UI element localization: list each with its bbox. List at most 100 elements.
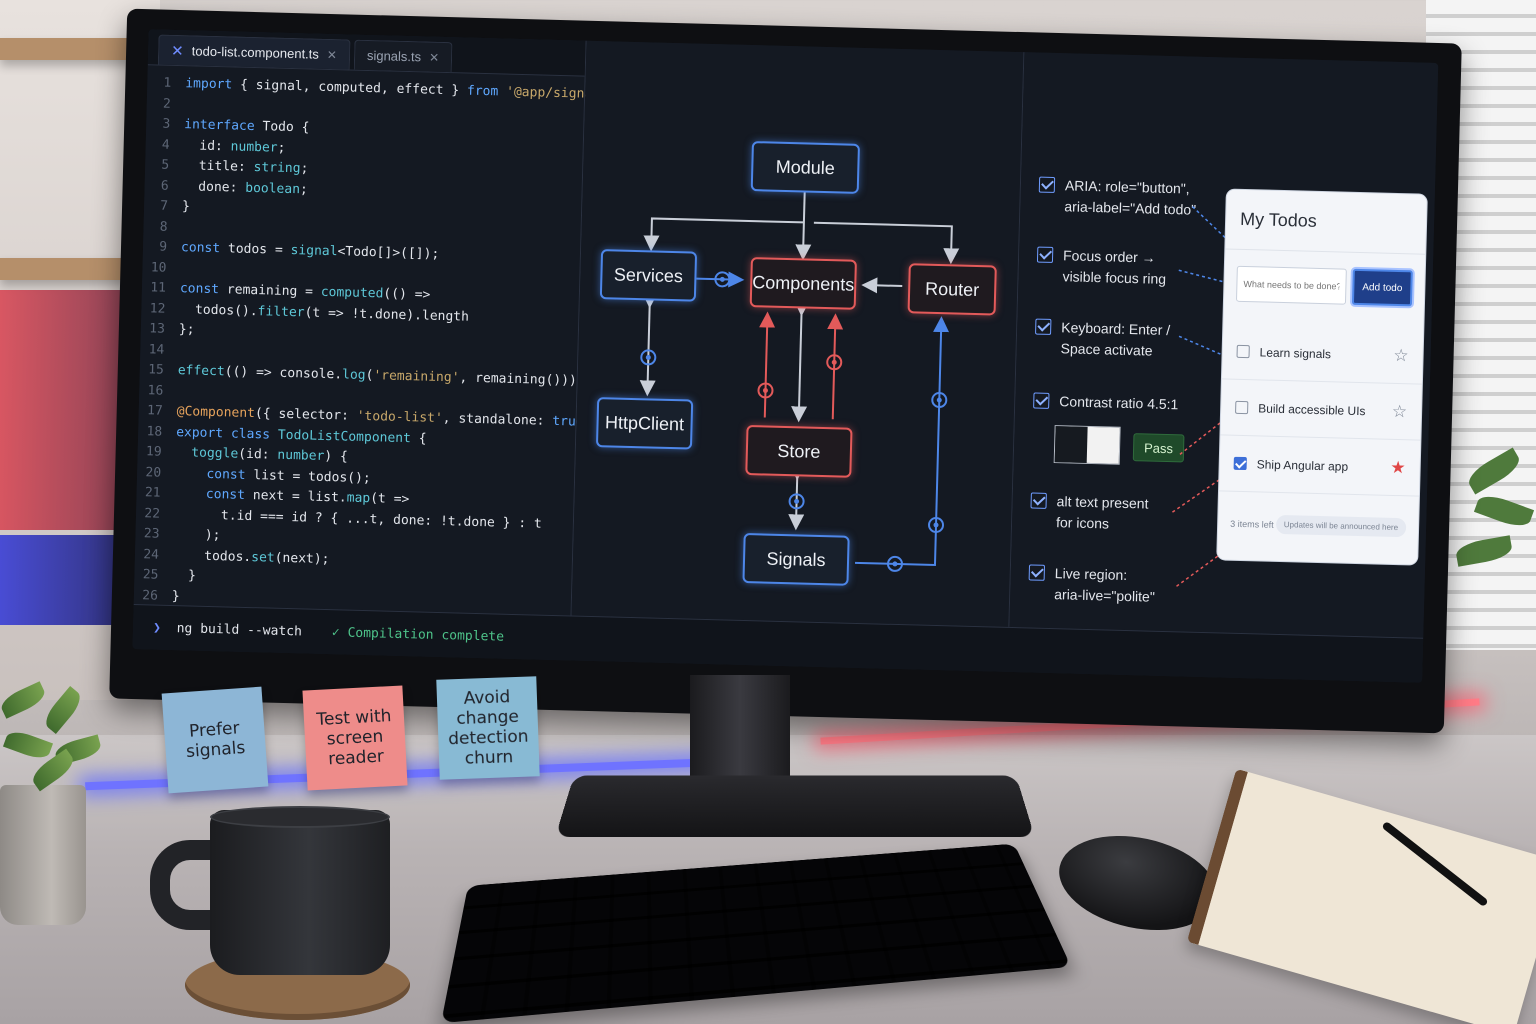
line-number: 12 xyxy=(149,300,166,317)
code-token: } xyxy=(181,199,191,215)
code-token xyxy=(174,486,206,507)
todo-label: Build accessible UIs xyxy=(1258,400,1366,418)
line-number: 2 xyxy=(162,96,171,112)
terminal-command-line: ❯ ng build --watch xyxy=(153,620,302,639)
code-token: number xyxy=(277,447,325,464)
code-token: const xyxy=(205,486,246,503)
build-status-text: Compilation complete xyxy=(347,625,505,645)
checkbox[interactable] xyxy=(1038,176,1056,193)
code-token: boolean xyxy=(245,180,301,197)
checklist-label: Live region: aria-live="polite" xyxy=(1054,565,1156,605)
monitor: ✕ todo-list.component.ts ✕ signals.ts ✕ … xyxy=(109,8,1462,734)
todo-list: Learn signals ☆ Build accessible UIs ☆ S… xyxy=(1218,323,1424,497)
todo-checkbox[interactable] xyxy=(1236,344,1250,359)
todo-item[interactable]: Learn signals ☆ xyxy=(1221,323,1424,385)
plant-pot xyxy=(0,785,86,925)
line-number: 20 xyxy=(145,464,162,481)
plant-right xyxy=(1446,440,1536,640)
star-icon[interactable]: ☆ xyxy=(1391,401,1408,421)
line-number: 25 xyxy=(142,567,159,583)
node-components: Components xyxy=(749,257,857,310)
prompt-chevron-icon: ❯ xyxy=(152,620,162,636)
checklist-item-contrast[interactable]: Contrast ratio 4.5:1 xyxy=(1033,391,1179,416)
star-filled-icon[interactable]: ★ xyxy=(1390,457,1406,477)
code-token: , remaining())); xyxy=(459,370,585,389)
checkbox[interactable] xyxy=(1030,492,1047,509)
build-status: ✓ Compilation complete xyxy=(332,625,505,645)
wall-shelf-lower xyxy=(0,258,150,280)
checkbox[interactable] xyxy=(1033,392,1050,409)
check-icon: ✓ xyxy=(331,624,348,641)
todo-label: Ship Angular app xyxy=(1256,456,1349,474)
monitor-stand-base xyxy=(555,775,1035,838)
tab-todo-list-component[interactable]: ✕ todo-list.component.ts ✕ xyxy=(157,34,351,70)
code-token: string xyxy=(253,160,301,177)
close-icon[interactable]: ✕ xyxy=(170,42,184,60)
todo-add-form: Add todo xyxy=(1224,249,1425,307)
line-number: 4 xyxy=(161,137,170,153)
code-token: interface xyxy=(184,117,255,135)
code-token: }; xyxy=(178,322,195,338)
code-token: const xyxy=(206,466,246,483)
add-todo-button[interactable]: Add todo xyxy=(1351,268,1413,307)
node-store: Store xyxy=(745,424,853,478)
code-editor: ✕ todo-list.component.ts ✕ signals.ts ✕ … xyxy=(133,29,624,616)
todo-checkbox[interactable] xyxy=(1233,456,1247,471)
node-router: Router xyxy=(907,263,997,316)
line-number: 21 xyxy=(144,485,161,501)
tab-signals[interactable]: signals.ts ✕ xyxy=(353,39,453,73)
close-tab-icon[interactable]: ✕ xyxy=(326,47,338,62)
node-signals: Signals xyxy=(742,532,850,586)
code-token xyxy=(175,445,191,466)
checkbox[interactable] xyxy=(1035,318,1052,335)
code-token: (id: xyxy=(238,446,278,463)
todo-footer: 3 items left Updates will be announced h… xyxy=(1218,491,1419,538)
plant-left xyxy=(0,680,110,920)
code-token: id: xyxy=(183,137,231,154)
diagram-connectors xyxy=(639,192,960,572)
code-token: (t => !t.done).length xyxy=(304,304,470,325)
line-number: 18 xyxy=(146,423,163,440)
todo-item[interactable]: Build accessible UIs ☆ xyxy=(1220,379,1422,441)
checklist-label: Keyboard: Enter / Space activate xyxy=(1060,319,1171,359)
code-token: import xyxy=(185,76,233,93)
line-number: 6 xyxy=(160,178,169,194)
checkbox[interactable] xyxy=(1028,564,1046,581)
code-token: (next); xyxy=(274,550,330,567)
code-token: , standalone: xyxy=(442,411,553,429)
checklist-item-aria[interactable]: ARIA: role="button", aria-label="Add tod… xyxy=(1038,175,1197,221)
code-token: log xyxy=(341,367,366,384)
star-icon[interactable]: ☆ xyxy=(1393,345,1409,365)
line-number: 9 xyxy=(159,239,168,255)
line-number: 13 xyxy=(149,321,166,337)
code-token: ); xyxy=(173,527,221,544)
code-token: } xyxy=(172,568,197,584)
todo-input[interactable] xyxy=(1235,265,1347,305)
checklist-label: alt text present for icons xyxy=(1055,493,1149,532)
line-number: 7 xyxy=(160,198,169,214)
mug-rim xyxy=(210,806,390,828)
code-token: 'remaining' xyxy=(373,368,460,386)
checklist-item-keyboard[interactable]: Keyboard: Enter / Space activate xyxy=(1034,317,1170,363)
monitor-stand-neck xyxy=(690,675,790,795)
code-token: effect xyxy=(177,363,225,380)
code-token: (() => xyxy=(383,286,431,303)
checkbox[interactable] xyxy=(1036,246,1054,263)
checklist-item-live-region[interactable]: Live region: aria-live="polite" xyxy=(1028,562,1156,607)
tab-label: todo-list.component.ts xyxy=(191,43,320,62)
coffee-mug xyxy=(210,810,390,975)
code-token: ; xyxy=(299,181,309,197)
todo-app-title: My Todos xyxy=(1225,189,1427,255)
todo-checkbox[interactable] xyxy=(1235,400,1249,415)
tab-label: signals.ts xyxy=(366,47,422,65)
code-token: done: xyxy=(182,178,246,196)
code-token: ; xyxy=(277,140,286,156)
checklist-item-focus-order[interactable]: Focus order → visible focus ring xyxy=(1036,245,1167,290)
close-tab-icon[interactable]: ✕ xyxy=(428,50,440,65)
code-token: remaining = xyxy=(218,282,321,300)
sticky-note: Avoid change detection churn xyxy=(436,676,540,780)
checklist-item-alt-text[interactable]: alt text present for icons xyxy=(1030,490,1149,535)
line-number: 16 xyxy=(147,382,164,399)
todo-item[interactable]: Ship Angular app ★ xyxy=(1218,435,1421,497)
